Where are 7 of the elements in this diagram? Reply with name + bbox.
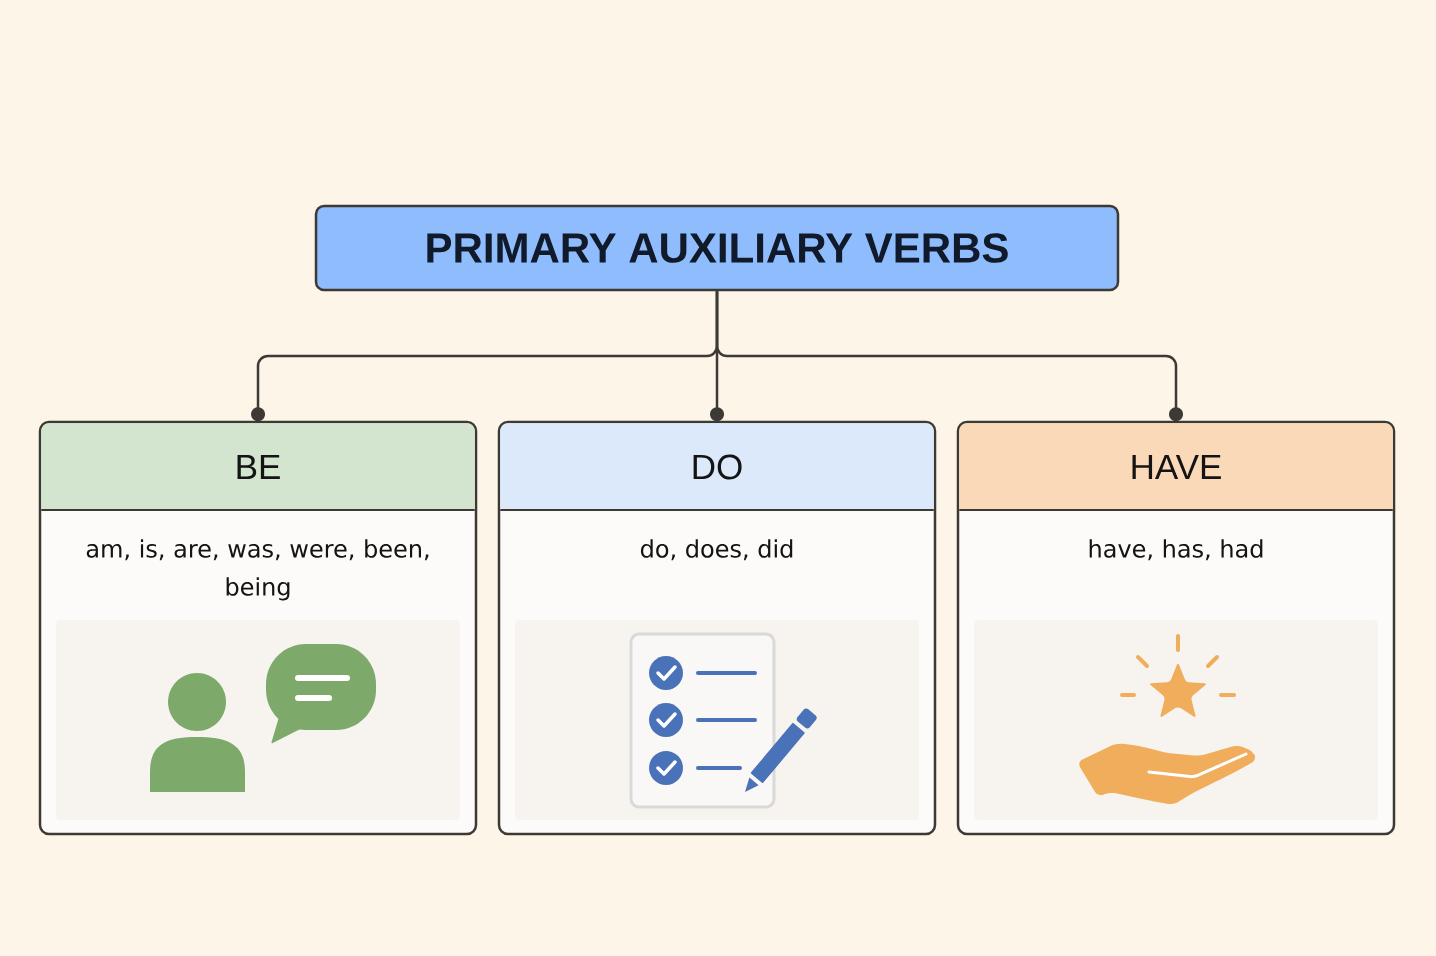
card-heading: BE [40, 423, 476, 511]
verb-forms: am, is, are, was, were, been, being [86, 539, 429, 601]
card-heading: DO [499, 423, 935, 511]
title-box: PRIMARY AUXILIARY VERBS [314, 204, 1120, 292]
verb-forms: have, has, had [1089, 539, 1263, 561]
card-heading: HAVE [958, 423, 1394, 511]
verb-forms: do, does, did [640, 539, 793, 561]
